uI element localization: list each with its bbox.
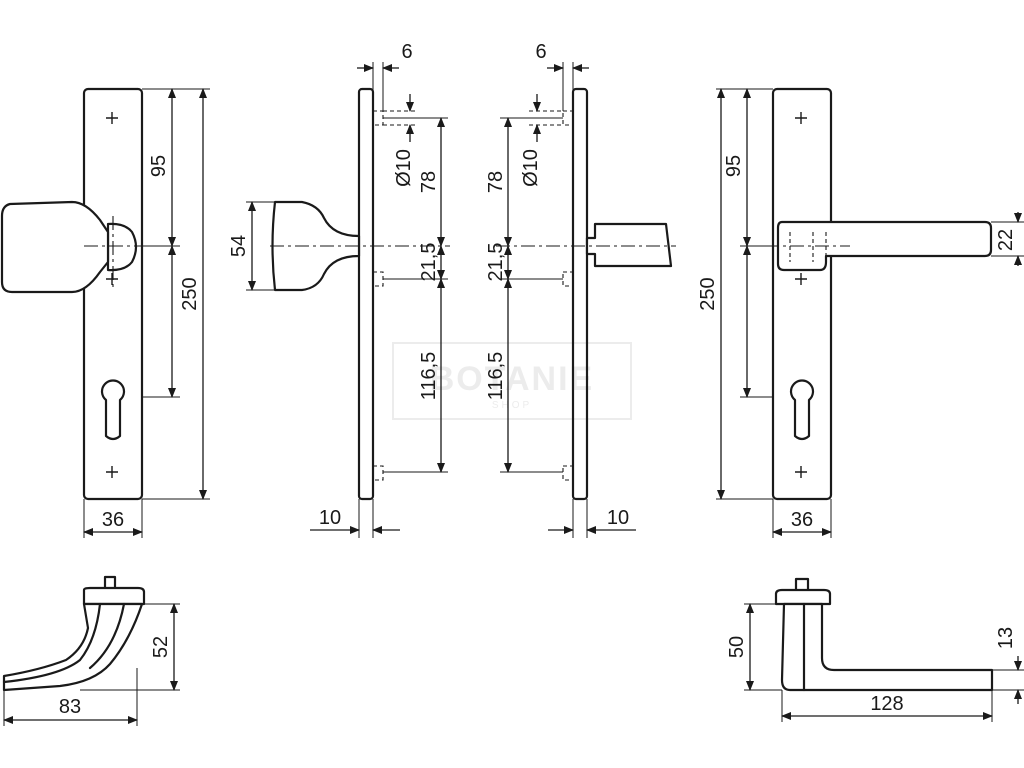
front-knob-view: 95 250 36 (0, 87, 210, 538)
dim-78-side-knob: 78 (418, 171, 440, 193)
dim-128-lever-top: 128 (870, 693, 903, 715)
dim-36-front-knob: 36 (102, 509, 124, 531)
dim-21-5-side-knob: 21,5 (418, 243, 440, 282)
dim-50-lever-top: 50 (726, 636, 748, 658)
lever-top-view: 50 128 13 (726, 577, 1024, 722)
dim-95-front-knob: 95 (148, 155, 170, 177)
dim-dia10-side-knob: Ø10 (393, 149, 415, 187)
knob-top-view: 52 83 (2, 575, 180, 726)
side-knob-plate (357, 87, 375, 501)
lever-profile (780, 602, 994, 692)
dim-21-5-side-lever: 21,5 (485, 243, 507, 282)
front-lever-view: 95 250 36 22 (697, 87, 1024, 538)
dim-52-knob-top: 52 (150, 636, 172, 658)
knob-head (0, 200, 110, 294)
side-lever-plate (571, 87, 589, 501)
dim-116-5-side-lever: 116,5 (485, 352, 507, 401)
dim-22-front-lever: 22 (995, 229, 1017, 251)
dim-95-front-lever: 95 (723, 155, 745, 177)
dim-78-side-lever: 78 (485, 171, 507, 193)
dim-13-lever-top: 13 (995, 627, 1017, 649)
side-lever-stub (585, 222, 673, 268)
keyhole (100, 379, 126, 441)
dim-10-side-knob: 10 (319, 507, 341, 529)
lever-backplate (771, 87, 833, 501)
watermark-text: BOTANIE (430, 360, 594, 398)
dim-83-knob-top: 83 (59, 696, 81, 718)
dim-250-front-knob: 250 (179, 277, 201, 310)
dim-54-side-knob: 54 (228, 235, 250, 257)
dim-36-front-lever: 36 (791, 509, 813, 531)
watermark-subtext: SHOP (492, 400, 532, 411)
knob-backplate (82, 87, 144, 501)
dim-116-5-side-knob: 116,5 (418, 352, 440, 401)
knob-profile (106, 222, 138, 272)
dim-10-side-lever: 10 (607, 507, 629, 529)
dim-250-front-lever: 250 (697, 277, 719, 310)
side-knob-view: 54 6 Ø10 78 21,5 116,5 10 (228, 41, 450, 538)
dim-dia10-side-lever: Ø10 (520, 149, 542, 187)
lever-keyhole (789, 379, 815, 441)
dim-6-side-knob: 6 (401, 41, 412, 63)
lever-handle (776, 220, 993, 272)
screw-mark-top (106, 112, 118, 124)
dim-6-side-lever: 6 (535, 41, 546, 63)
side-lever-view: 6 Ø10 78 21,5 116,5 10 (485, 41, 676, 538)
screw-mark-mid (106, 273, 118, 285)
screw-mark-bottom (106, 466, 118, 478)
